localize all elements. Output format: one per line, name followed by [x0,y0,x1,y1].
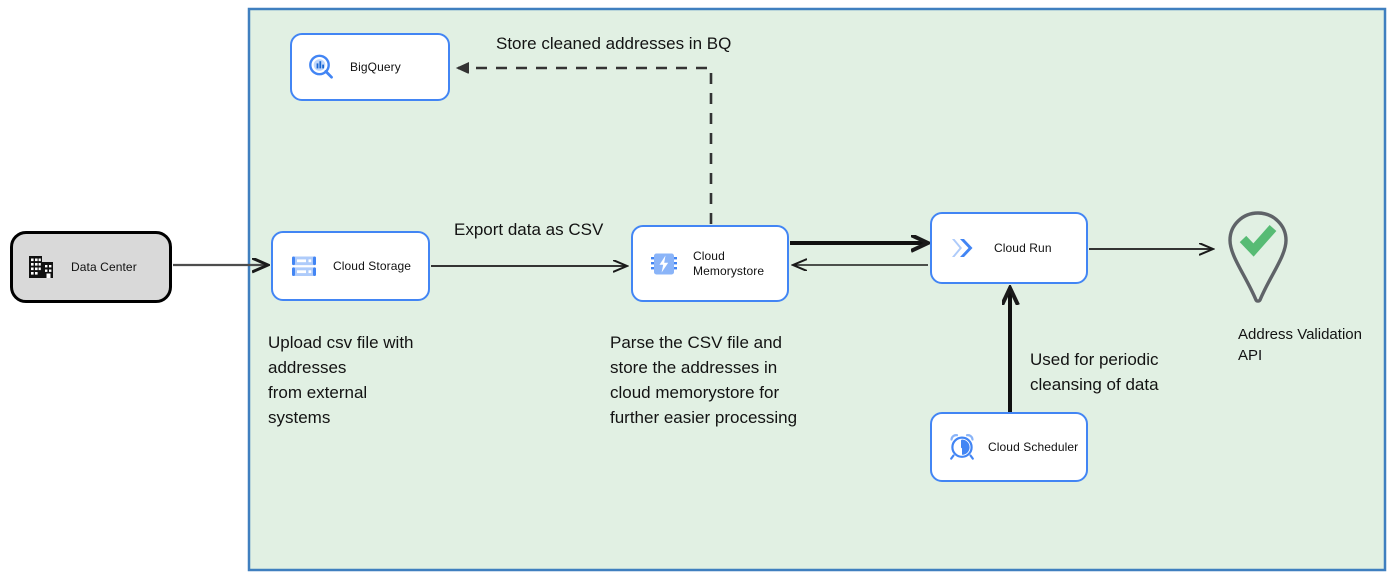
node-address-validation-api[interactable] [1222,208,1294,308]
edge-memorystore-to-bigquery [458,68,713,224]
cloud-boundary [247,7,1387,572]
node-cloud-storage[interactable]: Cloud Storage [271,231,430,301]
node-label-data-center: Data Center [71,259,137,274]
node-cloud-memorystore[interactable]: Cloud Memorystore [631,225,789,302]
cloud-scheduler-alarm-clock-icon [946,431,978,463]
memorystore-chip-icon [649,249,679,279]
node-label-bigquery: BigQuery [350,59,401,74]
node-bigquery[interactable]: BigQuery [290,33,450,101]
edge-label-store-cleaned-addresses-in-bq: Store cleaned addresses in BQ [496,34,732,53]
datacenter-building-icon [27,253,55,281]
node-label-cloud-run: Cloud Run [994,240,1052,255]
node-cloud-run[interactable]: Cloud Run [930,212,1088,284]
label-address-validation-api: Address Validation API [1238,326,1362,364]
cloud-run-chevrons-icon [948,233,980,263]
node-data-center[interactable]: Data Center [10,231,172,303]
node-label-cloud-scheduler: Cloud Scheduler [988,439,1079,454]
node-label-cloud-memorystore: Cloud Memorystore [693,248,765,278]
bigquery-magnifier-icon [306,52,336,82]
edge-label-periodic-cleansing: Used for periodic cleansing of data [1030,350,1159,394]
caption-parse-csv: Parse the CSV file and store the address… [610,333,798,427]
map-pin-check-icon [1228,211,1288,303]
caption-upload-csv: Upload csv file with addresses from exte… [268,333,414,427]
cloud-storage-bucket-icon [289,251,319,281]
node-label-cloud-storage: Cloud Storage [333,258,412,273]
node-cloud-scheduler[interactable]: Cloud Scheduler [930,412,1088,482]
edge-label-export-data-as-csv: Export data as CSV [454,220,604,239]
